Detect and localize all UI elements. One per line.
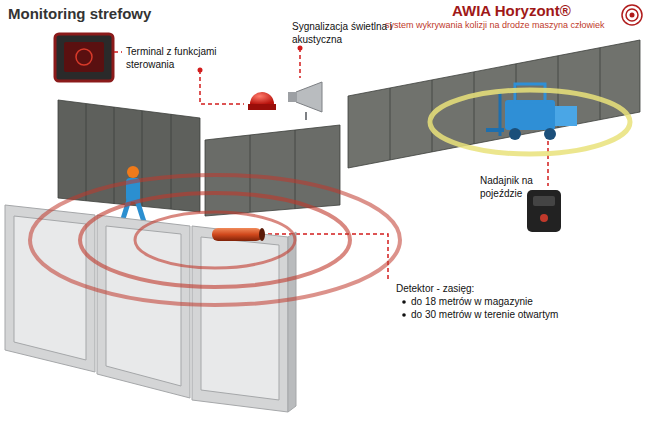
back-walls [58, 40, 640, 216]
range-item: do 30 metrów w terenie otwartym [411, 308, 631, 321]
brand-subtitle: system wykrywania kolizji na drodze masz… [385, 20, 605, 31]
callout-label: Detektor - zasięg: [396, 282, 596, 295]
zone-ring [430, 90, 630, 154]
brand-name: AWIA Horyzont® [452, 2, 571, 20]
siren-horn [288, 82, 322, 120]
callout-label: Sygnalizacja świetlna i akustyczna [292, 20, 420, 46]
beacon [248, 92, 276, 110]
callout-label: Terminal z funkcjami sterowania [126, 45, 238, 71]
detection-ring [30, 175, 400, 305]
leader-dot [198, 68, 203, 73]
page-title: Monitoring strefowy [8, 5, 151, 23]
front-panels [5, 205, 296, 412]
terminal-device [55, 34, 113, 81]
callout-label: Nadajnik na pojeździe [480, 174, 542, 200]
range-item: do 18 metrów w magazynie [411, 295, 631, 308]
bullet [402, 313, 406, 317]
transmitter [527, 190, 561, 232]
logo-icon [622, 5, 642, 25]
bullet [402, 300, 406, 304]
person [122, 166, 144, 222]
detector [212, 228, 265, 241]
leader-dot [298, 46, 303, 51]
